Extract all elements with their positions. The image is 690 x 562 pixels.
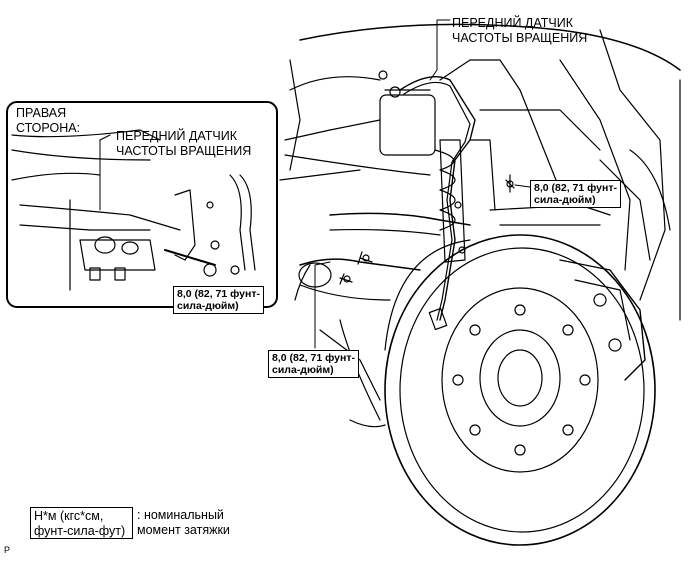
legend-unit-box: Н*м (кгс*см, фунт-сила-фут) xyxy=(30,507,133,539)
inset-sensor-label-line1: ПЕРЕДНИЙ ДАТЧИК xyxy=(116,129,237,143)
brake-caliper xyxy=(559,259,646,381)
torque-middle-line2: сила-дюйм) xyxy=(272,364,334,376)
legend-box-line1: Н*м (кгс*см, xyxy=(34,509,104,523)
inset-sensor-label-line2: ЧАСТОТЫ ВРАЩЕНИЯ xyxy=(116,144,252,158)
speed-sensor-harness xyxy=(399,76,476,331)
brake-disc xyxy=(384,234,656,546)
sensor-label-main-line1: ПЕРЕДНИЙ ДАТЧИК xyxy=(452,16,573,30)
torque-inset-line2: сила-дюйм) xyxy=(177,300,239,312)
legend-desc-line1: : номинальный xyxy=(137,508,224,522)
inset-panel xyxy=(6,101,278,308)
torque-top-line2: сила-дюйм) xyxy=(534,194,596,206)
torque-callout-middle: 8,0 (82, 71 фунт- сила-дюйм) xyxy=(268,350,359,378)
torque-callout-top: 8,0 (82, 71 фунт- сила-дюйм) xyxy=(530,180,621,208)
sensor-label-main-line2: ЧАСТОТЫ ВРАЩЕНИЯ xyxy=(452,31,588,45)
bolts xyxy=(339,174,515,285)
legend-desc-line2: момент затяжки xyxy=(137,523,230,537)
torque-middle-line1: 8,0 (82, 71 фунт- xyxy=(272,352,355,364)
torque-callout-inset: 8,0 (82, 71 фунт- сила-дюйм) xyxy=(173,286,264,314)
legend-description: : номинальный момент затяжки xyxy=(137,508,230,538)
fender-structure xyxy=(279,23,681,321)
figure-code: P xyxy=(4,545,11,555)
inset-side-label-line2: СТОРОНА: xyxy=(16,121,81,135)
lower-arm xyxy=(294,258,421,428)
wheel-studs xyxy=(452,304,591,456)
legend-box-line2: фунт-сила-фут) xyxy=(34,524,126,538)
inset-side-label-line1: ПРАВАЯ xyxy=(16,106,67,120)
torque-inset-line1: 8,0 (82, 71 фунт- xyxy=(177,288,260,300)
leader-lines xyxy=(314,19,531,349)
shock-absorber xyxy=(378,70,496,263)
torque-top-line1: 8,0 (82, 71 фунт- xyxy=(534,182,617,194)
